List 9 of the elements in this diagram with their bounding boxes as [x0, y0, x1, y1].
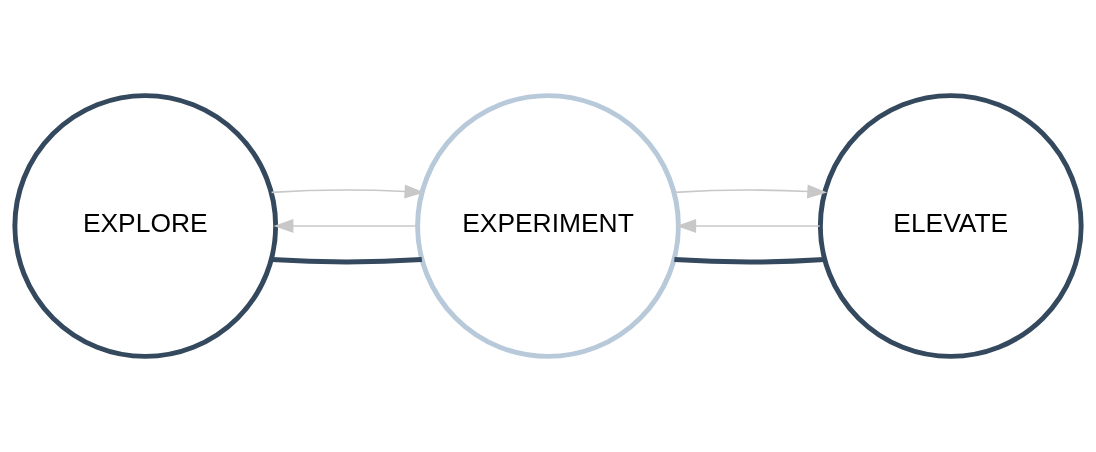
connector: [271, 257, 422, 265]
node-circle: ELEVATE: [817, 93, 1084, 359]
arrow: [673, 184, 828, 199]
arrow: [273, 219, 418, 233]
node-circle: EXPERIMENT: [415, 93, 681, 359]
arrow: [676, 219, 821, 233]
node-circle: EXPLORE: [12, 93, 279, 359]
arrow: [270, 184, 425, 199]
connector: [674, 257, 825, 265]
